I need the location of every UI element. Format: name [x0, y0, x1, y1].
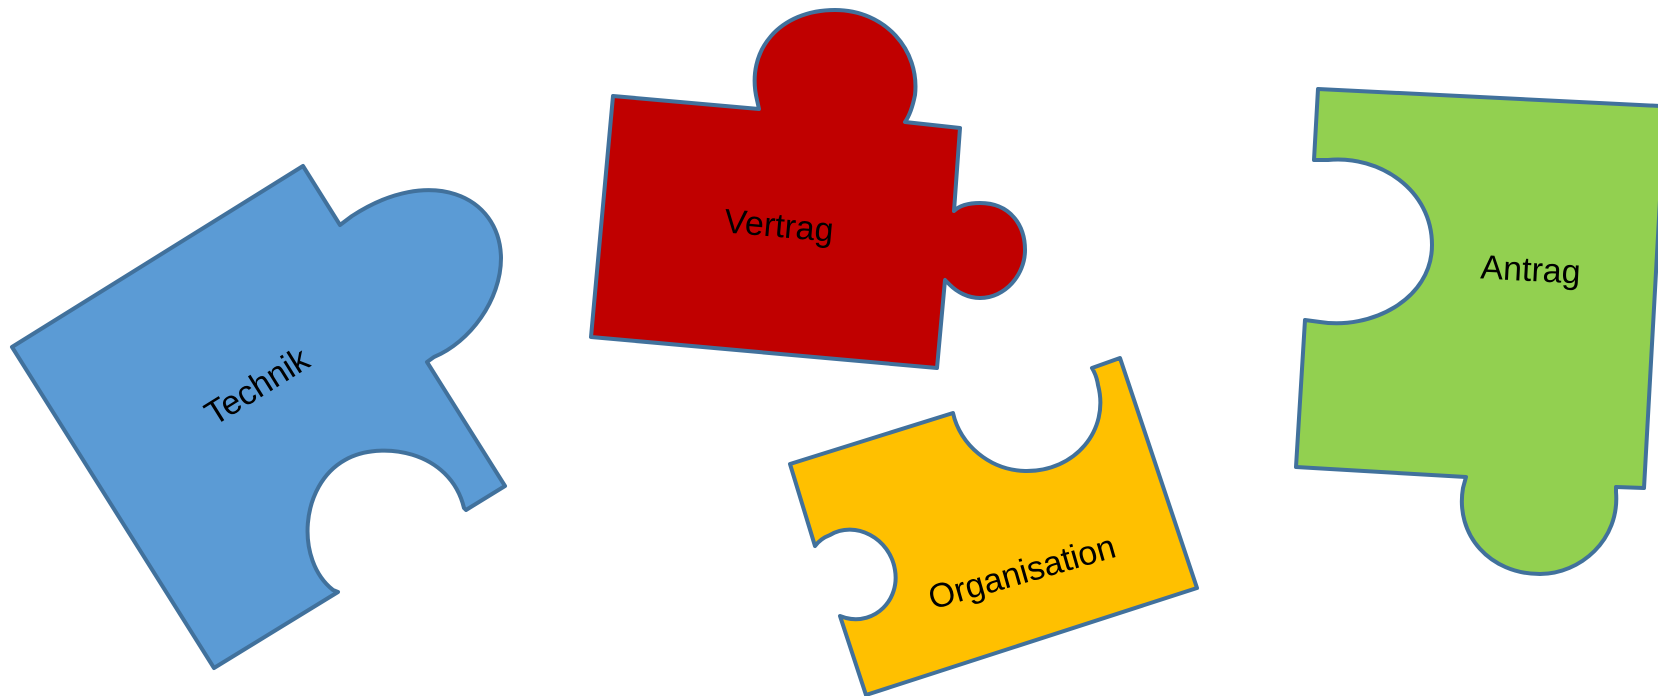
puzzle-piece-organisation-shape — [788, 356, 1199, 696]
puzzle-piece-vertrag: Vertrag — [589, 8, 1027, 370]
puzzle-piece-technik-shape — [10, 164, 507, 670]
puzzle-piece-technik: Technik — [10, 164, 507, 670]
puzzle-piece-antrag: Antrag — [1294, 87, 1658, 576]
puzzle-piece-organisation: Organisation — [788, 356, 1199, 696]
puzzle-piece-vertrag-shape — [589, 8, 1027, 370]
puzzle-piece-antrag-shape — [1294, 87, 1658, 576]
puzzle-piece-antrag-label: Antrag — [1480, 248, 1582, 291]
